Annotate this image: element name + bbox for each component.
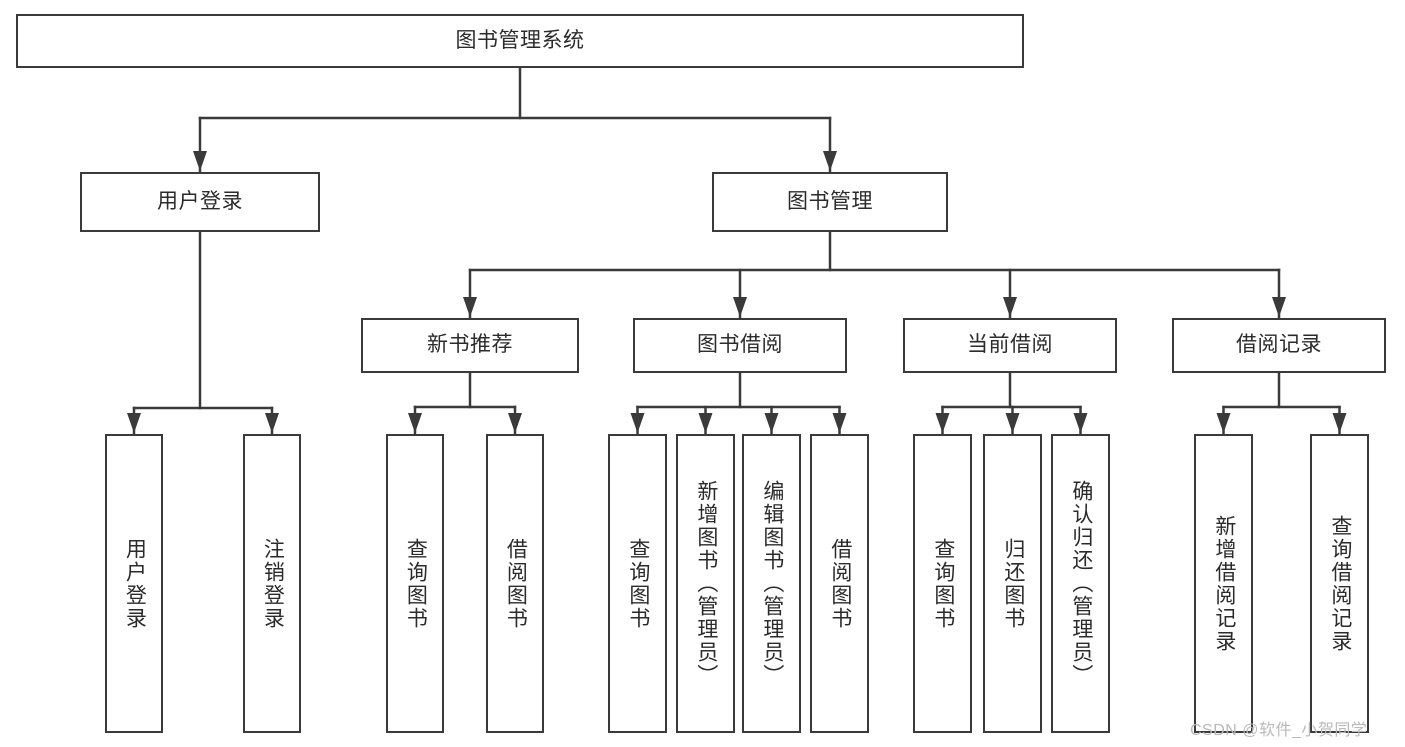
node-b-edit[interactable]: 编辑图书（管理员） bbox=[742, 434, 801, 733]
node-label: 查询图书 bbox=[626, 537, 650, 630]
node-c-return[interactable]: 归还图书 bbox=[983, 434, 1042, 733]
node-borrow[interactable]: 图书借阅 bbox=[633, 318, 847, 373]
node-root[interactable]: 图书管理系统 bbox=[16, 14, 1024, 68]
node-b-lend[interactable]: 借阅图书 bbox=[810, 434, 869, 733]
node-label: 借阅图书 bbox=[828, 537, 852, 630]
csdn-watermark: CSDN @软件_小贺同学 bbox=[1190, 722, 1368, 739]
node-l-login[interactable]: 用户登录 bbox=[105, 434, 163, 733]
node-label: 新增借阅记录 bbox=[1212, 514, 1236, 653]
node-current[interactable]: 当前借阅 bbox=[903, 318, 1117, 373]
node-label: 归还图书 bbox=[1001, 537, 1025, 630]
node-label: 新增图书（管理员） bbox=[694, 480, 718, 687]
node-label: 注销登录 bbox=[261, 537, 285, 630]
node-label: 查询图书 bbox=[931, 537, 955, 630]
node-label: 编辑图书（管理员） bbox=[760, 480, 784, 687]
node-b-query[interactable]: 查询图书 bbox=[608, 434, 667, 733]
node-label: 图书借阅 bbox=[697, 333, 783, 357]
node-label: 图书管理 bbox=[787, 189, 873, 213]
node-label: 确认归还（管理员） bbox=[1069, 480, 1093, 687]
node-label: 查询图书 bbox=[404, 537, 428, 630]
node-r-add[interactable]: 新增借阅记录 bbox=[1194, 434, 1253, 733]
node-l-logout[interactable]: 注销登录 bbox=[243, 434, 301, 733]
node-label: 新书推荐 bbox=[427, 333, 513, 357]
node-label: 借阅记录 bbox=[1236, 333, 1322, 357]
node-newbook[interactable]: 新书推荐 bbox=[361, 318, 579, 373]
node-label: 图书管理系统 bbox=[455, 28, 585, 52]
node-n-borrow[interactable]: 借阅图书 bbox=[486, 434, 544, 733]
node-c-query[interactable]: 查询图书 bbox=[913, 434, 972, 733]
node-label: 借阅图书 bbox=[504, 537, 528, 630]
node-bookmgmt[interactable]: 图书管理 bbox=[712, 172, 948, 232]
node-label: 用户登录 bbox=[123, 537, 147, 630]
node-n-query[interactable]: 查询图书 bbox=[386, 434, 444, 733]
node-label: 用户登录 bbox=[157, 189, 243, 213]
node-records[interactable]: 借阅记录 bbox=[1172, 318, 1386, 373]
node-label: 当前借阅 bbox=[967, 333, 1053, 357]
node-login[interactable]: 用户登录 bbox=[80, 172, 320, 232]
node-r-query[interactable]: 查询借阅记录 bbox=[1310, 434, 1369, 733]
node-b-add[interactable]: 新增图书（管理员） bbox=[676, 434, 735, 733]
node-c-confirm[interactable]: 确认归还（管理员） bbox=[1051, 434, 1110, 733]
node-label: 查询借阅记录 bbox=[1328, 514, 1352, 653]
